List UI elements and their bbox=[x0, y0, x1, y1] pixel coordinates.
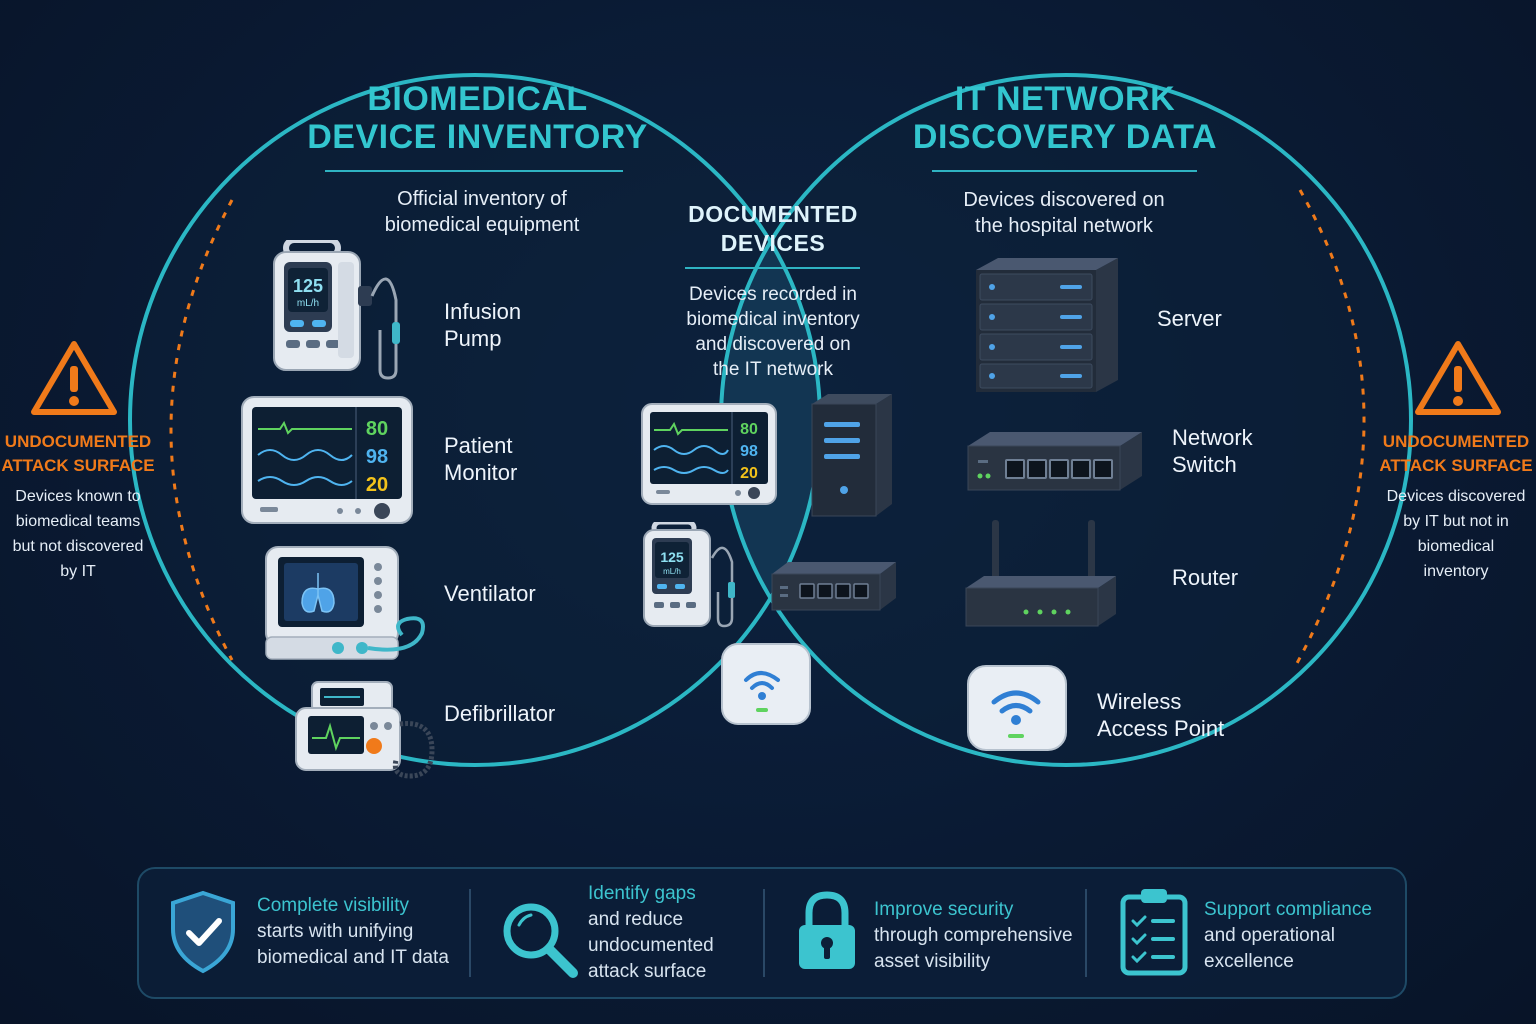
infusion-pump-icon: 125 mL/h bbox=[273, 240, 400, 380]
middle-title: DOCUMENTED DEVICES bbox=[660, 200, 886, 258]
footer-item-gaps-body: and reduce undocumented attack surface bbox=[588, 909, 714, 982]
footer-item-visibility-head: Complete visibility bbox=[257, 895, 410, 916]
footer-item-compliance: Support compliance and operational excel… bbox=[1204, 897, 1372, 975]
left-title-line2: DEVICE INVENTORY bbox=[307, 118, 648, 156]
footer-item-gaps: Identify gaps and reduce undocumented at… bbox=[588, 881, 714, 985]
pump-display-unit: mL/h bbox=[297, 298, 319, 309]
device-label-ventilator: Ventilator bbox=[444, 581, 536, 606]
warning-left-title: UNDOCUMENTED ATTACK SURFACE bbox=[0, 430, 156, 478]
middle-patient-monitor-icon: 80 98 20 bbox=[641, 403, 777, 505]
left-dashed-arc bbox=[169, 199, 234, 661]
middle-network-switch-icon bbox=[771, 562, 896, 611]
wireless-access-point-icon bbox=[967, 665, 1067, 751]
warning-triangle-icon-left bbox=[31, 341, 117, 415]
clipboard-checklist-icon bbox=[1120, 889, 1188, 976]
footer-item-security-head: Improve security bbox=[874, 899, 1014, 920]
right-title: IT NETWORK DISCOVERY DATA bbox=[880, 80, 1250, 156]
warning-left-title-line1: UNDOCUMENTED bbox=[4, 432, 152, 451]
warning-right: UNDOCUMENTED ATTACK SURFACE Devices disc… bbox=[1376, 430, 1536, 584]
device-label-wireless-access-point: Wireless Access Point bbox=[1097, 689, 1225, 741]
device-label-infusion-pump: Infusion Pump bbox=[444, 299, 522, 351]
warning-left-title-line2: ATTACK SURFACE bbox=[1, 456, 155, 475]
footer-divider bbox=[763, 889, 765, 977]
right-dashed-arc bbox=[1294, 189, 1366, 666]
middle-title-line1: DOCUMENTED bbox=[688, 201, 858, 227]
device-label-network-switch: Network Switch bbox=[1172, 425, 1253, 477]
defibrillator-icon bbox=[295, 681, 435, 779]
monitor-reading-spo2: 98 bbox=[366, 446, 388, 468]
left-title: BIOMEDICAL DEVICE INVENTORY bbox=[300, 80, 655, 156]
footer-divider bbox=[1085, 889, 1087, 977]
right-title-line2: DISCOVERY DATA bbox=[912, 118, 1218, 156]
footer-item-visibility: Complete visibility starts with unifying… bbox=[257, 893, 449, 971]
middle-title-line2: DEVICES bbox=[720, 230, 826, 256]
network-switch-icon bbox=[967, 432, 1142, 491]
server-rack-icon bbox=[976, 258, 1118, 392]
left-title-rule bbox=[325, 170, 623, 172]
middle-pump-display-unit: mL/h bbox=[663, 567, 681, 576]
pump-display-value: 125 bbox=[293, 276, 323, 296]
right-title-rule bbox=[932, 170, 1197, 172]
benefits-footer: Complete visibility starts with unifying… bbox=[137, 867, 1407, 999]
left-title-line1: BIOMEDICAL bbox=[367, 80, 588, 118]
device-label-server: Server bbox=[1157, 306, 1222, 331]
footer-item-visibility-body: starts with unifying biomedical and IT d… bbox=[257, 921, 449, 968]
middle-pump-display-value: 125 bbox=[660, 549, 684, 565]
device-label-patient-monitor: Patient Monitor bbox=[444, 433, 518, 485]
warning-right-title-line1: UNDOCUMENTED bbox=[1382, 432, 1530, 451]
middle-description: Devices recorded in biomedical inventory… bbox=[686, 284, 860, 380]
lock-icon bbox=[799, 891, 855, 969]
warning-triangle-icon-right bbox=[1415, 341, 1501, 415]
middle-title-rule bbox=[685, 267, 860, 269]
right-subtitle: Devices discovered on the hospital netwo… bbox=[963, 189, 1165, 237]
warning-right-description: Devices discovered by IT but not in biom… bbox=[1386, 488, 1526, 580]
monitor-reading-rr: 20 bbox=[366, 474, 388, 496]
right-title-line1: IT NETWORK bbox=[954, 80, 1176, 118]
patient-monitor-icon: 80 98 20 bbox=[241, 396, 413, 524]
warning-left-description: Devices known to biomedical teams but no… bbox=[12, 488, 144, 580]
warning-right-title-line2: ATTACK SURFACE bbox=[1379, 456, 1533, 475]
footer-item-gaps-head: Identify gaps bbox=[588, 883, 696, 904]
middle-monitor-reading-rr: 20 bbox=[740, 465, 758, 482]
footer-divider bbox=[469, 889, 471, 977]
middle-server-tower-icon bbox=[811, 394, 892, 517]
magnifier-icon bbox=[503, 903, 578, 978]
monitor-reading-hr: 80 bbox=[366, 418, 388, 440]
shield-check-icon bbox=[171, 890, 235, 974]
middle-infusion-pump-icon: 125 mL/h bbox=[643, 522, 735, 628]
middle-monitor-reading-spo2: 98 bbox=[740, 443, 758, 460]
left-subtitle: Official inventory of biomedical equipme… bbox=[384, 188, 580, 236]
warning-left: UNDOCUMENTED ATTACK SURFACE Devices know… bbox=[0, 430, 156, 584]
router-icon bbox=[965, 520, 1116, 627]
warning-right-title: UNDOCUMENTED ATTACK SURFACE bbox=[1376, 430, 1536, 478]
footer-item-security: Improve security through comprehensive a… bbox=[874, 897, 1073, 975]
ventilator-icon bbox=[265, 546, 425, 660]
middle-wireless-access-point-icon bbox=[721, 643, 811, 725]
footer-item-compliance-head: Support compliance bbox=[1204, 899, 1372, 920]
footer-item-security-body: through comprehensive asset visibility bbox=[874, 925, 1073, 972]
footer-item-compliance-body: and operational excellence bbox=[1204, 925, 1335, 972]
device-label-router: Router bbox=[1172, 565, 1239, 590]
middle-monitor-reading-hr: 80 bbox=[740, 421, 758, 438]
device-label-defibrillator: Defibrillator bbox=[444, 701, 556, 726]
